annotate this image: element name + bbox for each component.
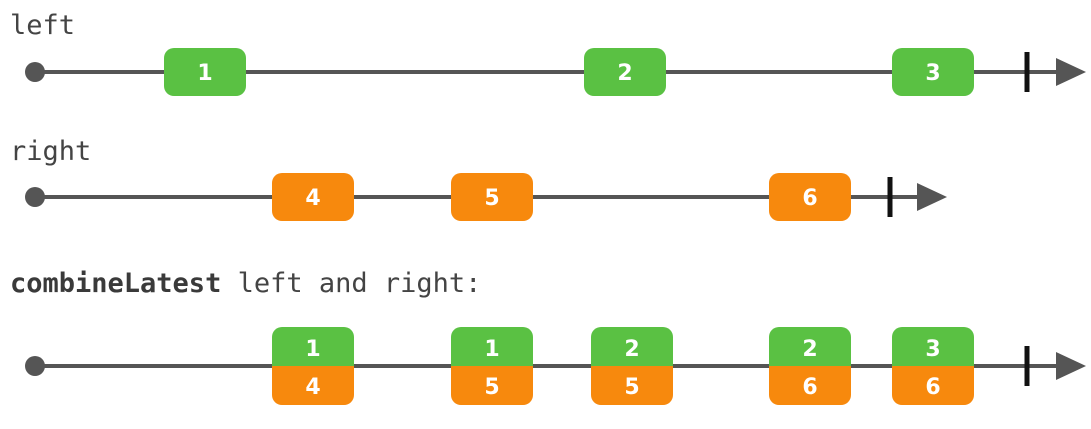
left-stream: 1 2 3	[25, 48, 1086, 96]
right-stream-arrowhead-icon	[917, 183, 947, 211]
combined-marble-5-bottom-value: 6	[925, 375, 940, 400]
left-stream-label: left	[10, 10, 76, 41]
combined-stream-arrowhead-icon	[1056, 352, 1086, 380]
combine-latest-keyword: combineLatest	[10, 268, 222, 299]
combined-marble-2-bottom-value: 5	[484, 375, 499, 400]
combined-marble-4: 26	[769, 327, 851, 405]
combined-marble-1-bottom-value: 4	[305, 375, 320, 400]
combined-marble-1: 14	[272, 327, 354, 405]
combined-marble-5: 36	[892, 327, 974, 405]
left-marble-2-value: 2	[617, 61, 632, 86]
right-stream-label: right	[10, 136, 92, 167]
left-marble-1: 1	[164, 48, 246, 96]
combined-marble-2-top-value: 1	[484, 337, 499, 362]
right-marble-3-value: 6	[802, 186, 817, 211]
combined-marble-3-top-value: 2	[624, 337, 639, 362]
right-marble-1-value: 4	[305, 186, 320, 211]
combine-latest-description: left and right:	[221, 268, 482, 299]
combined-marble-4-top-value: 2	[802, 337, 817, 362]
left-marble-2: 2	[584, 48, 666, 96]
left-marble-3: 3	[892, 48, 974, 96]
right-marble-2: 5	[451, 173, 533, 221]
right-marble-1: 4	[272, 173, 354, 221]
combine-latest-label: combineLatest left and right:	[10, 268, 481, 299]
combined-marble-2: 15	[451, 327, 533, 405]
combined-marble-3-bottom-value: 5	[624, 375, 639, 400]
combined-marble-4-bottom-value: 6	[802, 375, 817, 400]
right-marble-3: 6	[769, 173, 851, 221]
left-marble-3-value: 3	[925, 61, 940, 86]
combined-marble-1-top-value: 1	[305, 337, 320, 362]
combined-marble-3: 25	[591, 327, 673, 405]
right-marble-2-value: 5	[484, 186, 499, 211]
right-stream: 4 5 6	[25, 173, 947, 221]
combined-marble-5-top-value: 3	[925, 337, 940, 362]
left-marble-1-value: 1	[197, 61, 212, 86]
left-stream-arrowhead-icon	[1056, 58, 1086, 86]
